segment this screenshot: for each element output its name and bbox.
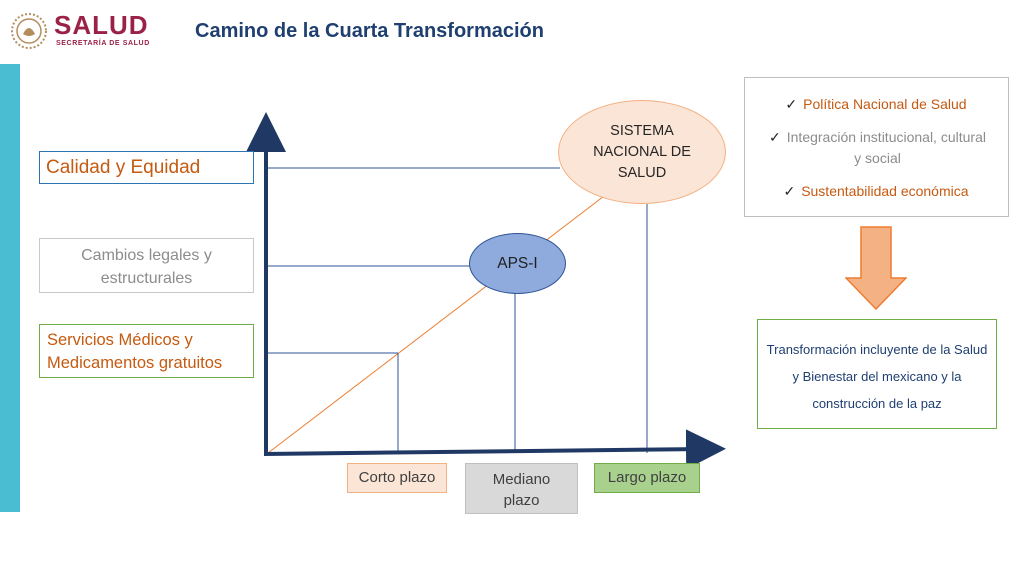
mediano-text: Mediano plazo <box>492 471 551 509</box>
logo-text: SALUD <box>54 10 149 40</box>
check-icon: ✓ <box>783 183 796 199</box>
label-largo-plazo: Largo plazo <box>594 463 700 493</box>
sistema-label: SISTEMA NACIONAL DE SALUD <box>593 122 691 181</box>
check-icon: ✓ <box>785 96 798 112</box>
checklist-item-text: Sustentabilidad económica <box>801 183 969 199</box>
left-accent-bar <box>0 64 20 512</box>
emblem-icon <box>11 13 47 49</box>
label-corto-plazo: Corto plazo <box>347 463 447 493</box>
x-axis <box>263 429 726 470</box>
ellipse-sistema-nacional: SISTEMA NACIONAL DE SALUD <box>558 100 726 204</box>
down-arrow-icon <box>845 226 907 310</box>
checklist-item: ✓ Sustentabilidad económica <box>745 181 1007 202</box>
page-title: Camino de la Cuarta Transformación <box>195 20 544 42</box>
logo-subtext: SECRETARÍA DE SALUD <box>56 40 150 47</box>
checklist-item-text: Integración institucional, cultural y so… <box>786 129 986 166</box>
box-servicios-medicos: Servicios Médicos y Medicamentos gratuit… <box>39 324 254 378</box>
box-cambios-legales: Cambios legales y estructurales <box>39 238 254 293</box>
label-mediano-plazo: Mediano plazo <box>465 463 578 514</box>
checklist-item: ✓ Integración institucional, cultural y s… <box>765 127 990 169</box>
check-icon: ✓ <box>769 129 781 145</box>
checklist-panel: ✓ Política Nacional de Salud ✓ Integración… <box>744 77 1009 217</box>
ellipse-aps: APS-I <box>469 233 566 294</box>
checklist-item-text: Política Nacional de Salud <box>803 96 967 112</box>
diagonal-line <box>267 192 609 454</box>
transformation-box: Transformación incluyente de la Salud y … <box>757 319 997 429</box>
box-calidad-equidad: Calidad y Equidad <box>39 151 254 184</box>
aps-label: APS-I <box>497 254 538 272</box>
checklist-item: ✓ Política Nacional de Salud <box>745 94 1007 115</box>
